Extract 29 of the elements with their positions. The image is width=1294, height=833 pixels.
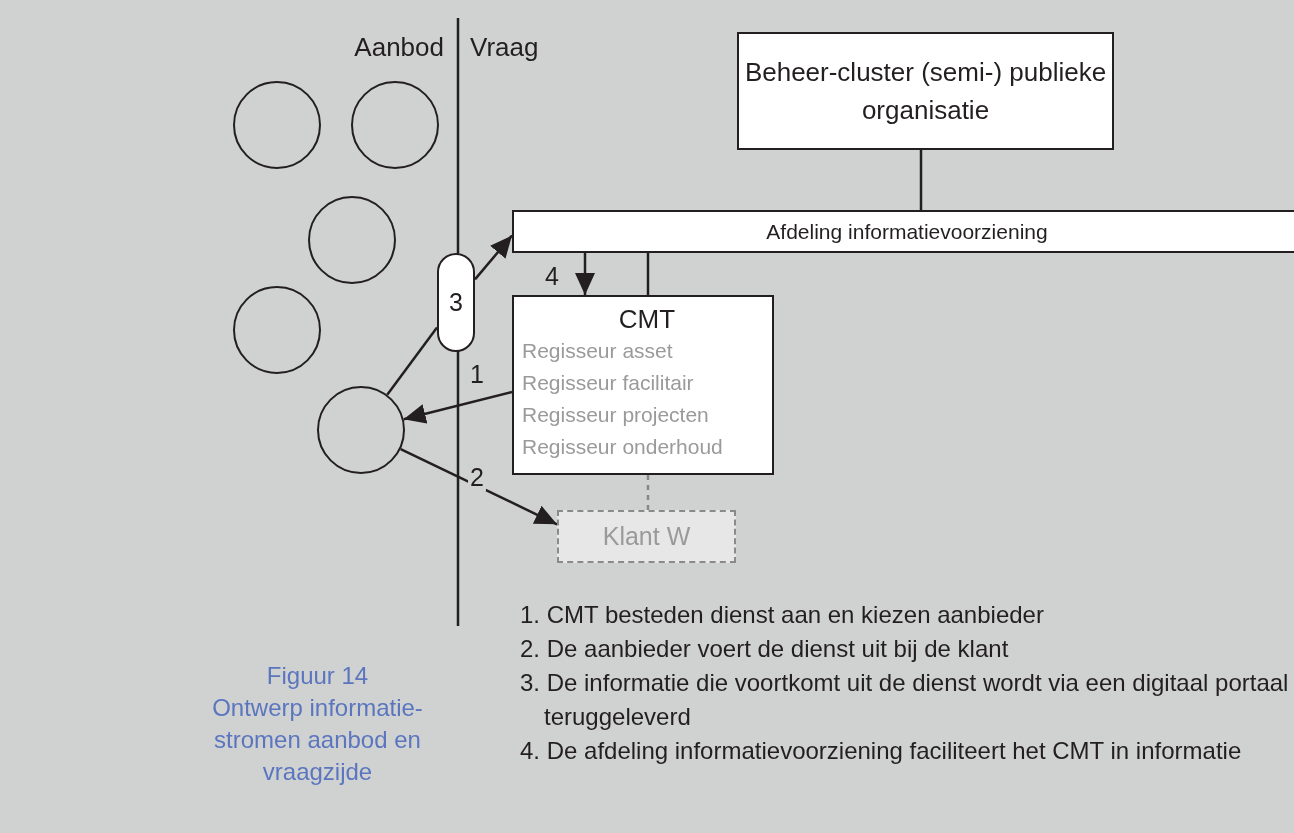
role-label: Regisseur asset	[522, 338, 674, 364]
department-bar	[512, 210, 1294, 253]
figure-title: Figuur 14	[266, 661, 369, 691]
box-label: Beheer-cluster (semi-) publieke organisatie	[743, 56, 1108, 127]
arrow	[575, 253, 595, 295]
note-text: 2. De aanbieder voert de dienst uit bij de klant	[520, 634, 1010, 664]
pill-node: 3	[437, 253, 475, 352]
note-text: 4. De afdeling informatievoorziening faciliteert het CMT in informatie	[520, 736, 1243, 766]
role-label: Regisseur projecten	[522, 402, 710, 428]
connector-line	[386, 326, 438, 396]
side-label: Aanbod	[354, 31, 444, 64]
connector-line	[919, 150, 923, 210]
box-label: Afdeling informatievoorziening	[766, 218, 1048, 245]
note-text: 3. De informatie die voortkomt uit de dienst wordt via een digitaal portaal teruggeleverd	[520, 668, 1290, 732]
arrow	[403, 390, 513, 424]
arrow	[474, 234, 513, 281]
box-heading: CMT	[618, 303, 676, 335]
side-label: Vraag	[470, 31, 539, 64]
note-text: 1. CMT besteden dienst aan en kiezen aanbieder	[520, 600, 1045, 630]
figure-caption: Ontwerp informatie- stromen aanbod en vraagzijde	[211, 693, 424, 787]
connector-line	[646, 253, 650, 295]
process-box	[737, 32, 1114, 150]
process-box	[512, 295, 774, 475]
role-label: Regisseur onderhoud	[522, 434, 724, 460]
arrow	[400, 447, 558, 526]
box-label: Klant W	[602, 520, 691, 552]
dashed-box	[557, 510, 736, 563]
connector-line	[646, 475, 650, 510]
role-label: Regisseur facilitair	[522, 370, 695, 396]
